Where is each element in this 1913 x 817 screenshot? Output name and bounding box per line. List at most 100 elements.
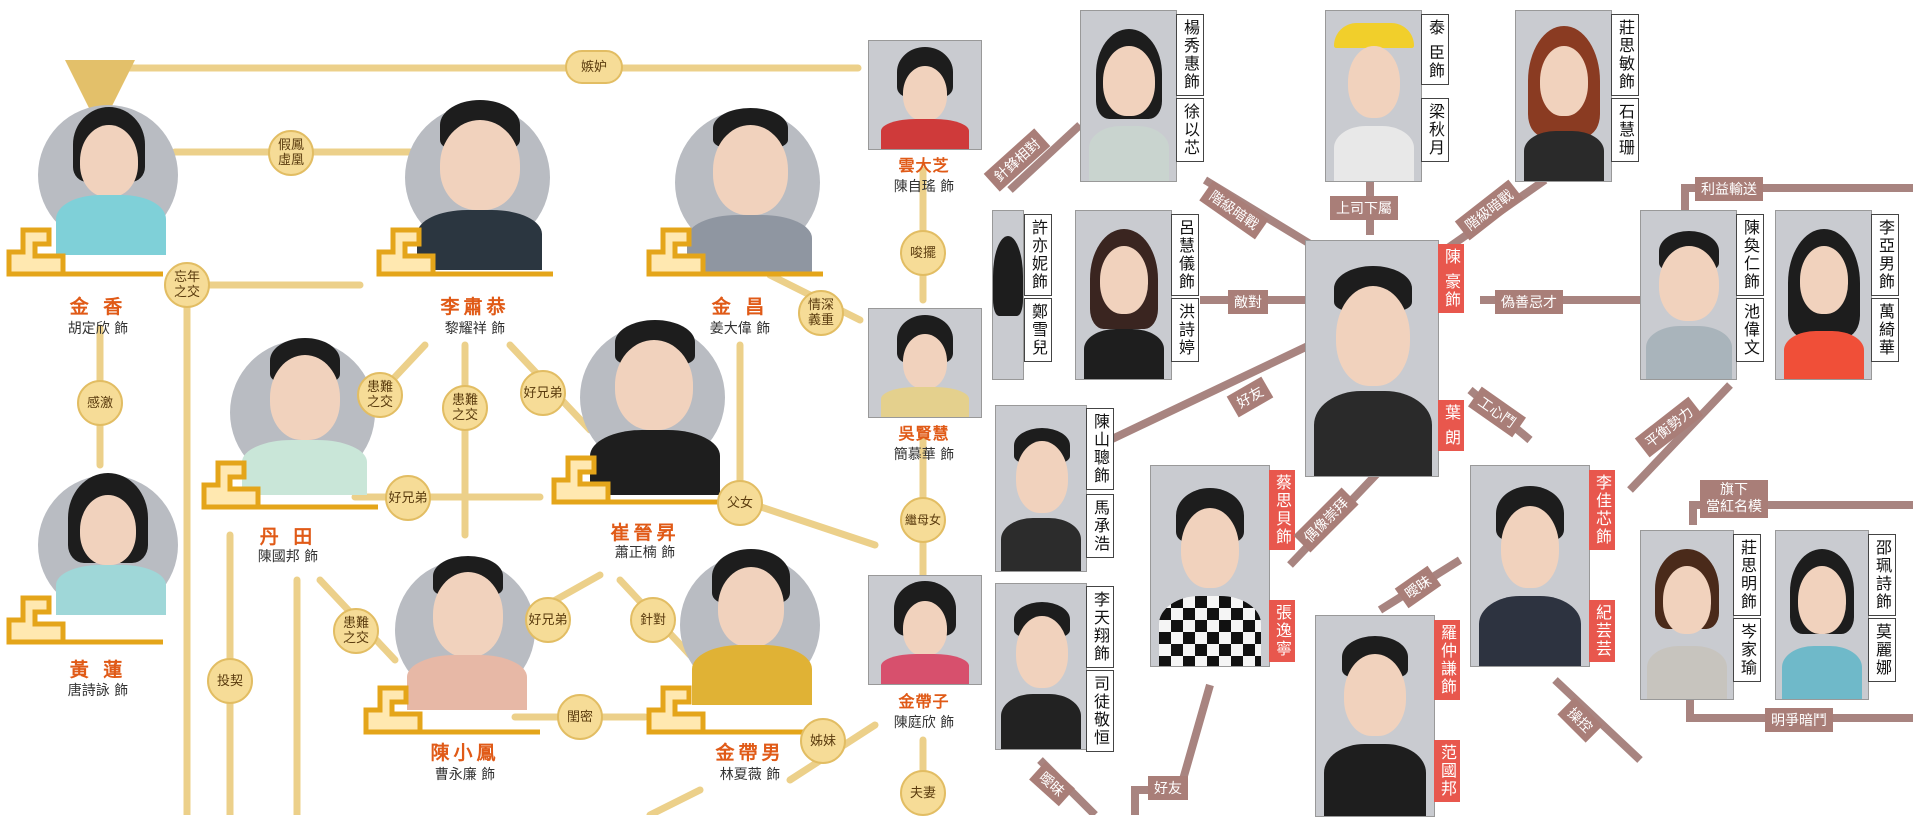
- portrait-cai-sibei: [1150, 465, 1270, 667]
- relation-huannan-1: 患難 之交: [357, 372, 403, 418]
- scroll-frame-chen-xiaofeng: [362, 680, 542, 740]
- relation-jealousy: 嫉妒: [565, 50, 623, 84]
- actor-shao-peishi: 莫麗娜: [1868, 618, 1896, 682]
- actor-xu-yini: 鄭雪兒: [1024, 298, 1052, 362]
- relation-qixia: 旗下 當紅名模: [1700, 480, 1768, 518]
- name-dan-tian: 丹 田: [259, 526, 317, 548]
- actor-li-yanan: 萬綺華: [1871, 298, 1899, 362]
- scroll-frame-jin-xiang: [5, 222, 165, 282]
- role-xu-yini: 許亦妮飾: [1024, 214, 1052, 296]
- actor-jin-dainan: 林夏薇 飾: [719, 767, 781, 783]
- portrait-zhuang-siming: [1640, 530, 1734, 700]
- role-tai-chen: 泰 臣飾: [1421, 14, 1449, 86]
- name-jin-daizi: 金帶子: [898, 692, 950, 711]
- name-huang-lian: 黃 蓮: [69, 659, 127, 681]
- relation-jimunv: 繼母女: [900, 497, 946, 543]
- actor-chen-huanren: 池偉文: [1736, 298, 1764, 362]
- relation-funv: 父女: [717, 480, 763, 526]
- name-li-suogong: 李肅恭: [440, 296, 510, 318]
- relation-liyi: 利益輸送: [1695, 177, 1763, 201]
- actor-tai-chen: 梁秋月: [1421, 98, 1449, 162]
- relation-guimi: 閨密: [557, 694, 603, 740]
- actor-jin-xiang: 胡定欣 飾: [67, 321, 129, 337]
- relation-zhendui: 針對: [630, 597, 676, 643]
- name-cui-jinsheng: 崔晉昇: [610, 522, 680, 544]
- role-li-yanan: 李亞男飾: [1871, 214, 1899, 296]
- portrait-jin-dainan: [670, 545, 830, 715]
- actor-huang-lian: 唐詩詠 飾: [67, 683, 129, 699]
- role-chen-hao: 陳 豪飾: [1438, 244, 1464, 314]
- relation-haoyou-2: 好友: [1148, 776, 1188, 800]
- relation-ganji: 感激: [77, 380, 123, 426]
- actor-yun-dazhi: 陳自瑤 飾: [893, 179, 955, 195]
- actor-yang-xiuhui: 徐以芯: [1176, 98, 1204, 162]
- portrait-li-suogong: [395, 95, 555, 275]
- role-luo-zhongqian: 羅仲謙飾: [1434, 620, 1460, 700]
- portrait-cui-jinsheng: [570, 315, 730, 500]
- actor-lv-huiyi: 洪詩婷: [1171, 298, 1199, 362]
- actor-li-suogong: 黎耀祥 飾: [444, 321, 506, 337]
- scroll-frame-huang-lian: [5, 590, 165, 650]
- role-lv-huiyi: 呂慧儀飾: [1171, 214, 1199, 296]
- actor-li-tianxiang: 司徒敬恒: [1086, 670, 1114, 752]
- relation-weishan: 偽善忌才: [1495, 290, 1563, 314]
- actor-zhuang-siming: 岑家瑜: [1733, 618, 1761, 682]
- portrait-chen-shancong: [995, 405, 1087, 572]
- role-zhuang-siming: 莊思明飾: [1733, 534, 1761, 616]
- scroll-frame-li-suogong: [375, 222, 555, 282]
- portrait-dan-tian: [220, 330, 380, 500]
- name-yun-dazhi: 雲大芝: [898, 156, 950, 175]
- actor-chen-xiaofeng: 曹永廉 飾: [434, 767, 496, 783]
- role-shao-peishi: 邵珮詩飾: [1868, 534, 1896, 616]
- actor-cai-sibei: 張逸寧: [1269, 600, 1295, 662]
- scroll-frame-cui-jinsheng: [550, 450, 730, 510]
- actor-jin-chang: 姜大偉 飾: [709, 321, 771, 337]
- relation-huannan-3: 患難 之交: [333, 608, 379, 654]
- relation-fake: 假鳳 虛凰: [268, 130, 314, 176]
- relation-toqi: 投契: [207, 658, 253, 704]
- portrait-zhuang-simin: [1515, 10, 1612, 182]
- role-li-jiaxin: 李佳芯飾: [1589, 470, 1615, 550]
- name-jin-xiang: 金 香: [69, 296, 127, 318]
- relation-haoxiongdi-3: 好兄弟: [525, 597, 571, 643]
- role-cai-sibei: 蔡思貝飾: [1269, 470, 1295, 550]
- portrait-luo-zhongqian: [1315, 615, 1435, 817]
- portrait-jin-daizi: [868, 575, 982, 685]
- role-chen-huanren: 陳奐仁飾: [1736, 214, 1764, 296]
- relation-mingzheng: 明爭暗鬥: [1765, 708, 1833, 732]
- portrait-jin-chang: [665, 100, 825, 275]
- portrait-wu-xianhui: [868, 308, 982, 418]
- portrait-xu-yini: [992, 210, 1024, 380]
- name-wu-xianhui: 吳賢慧: [898, 424, 950, 443]
- actor-dan-tian: 陳國邦 飾: [257, 549, 319, 565]
- portrait-li-jiaxin: [1470, 465, 1590, 667]
- portrait-yun-dazhi: [868, 40, 982, 150]
- scroll-frame-dan-tian: [200, 455, 380, 515]
- portrait-li-tianxiang: [995, 583, 1087, 750]
- portrait-lv-huiyi: [1075, 210, 1172, 380]
- role-chen-shancong: 陳山聰飾: [1086, 408, 1114, 490]
- scroll-frame-jin-dainan: [645, 680, 825, 740]
- actor-chen-shancong: 馬承浩: [1086, 494, 1114, 558]
- portrait-yang-xiuhui: [1080, 10, 1177, 182]
- portrait-huang-lian: [28, 465, 178, 625]
- relation-jiemei: 姊妹: [800, 718, 846, 764]
- relation-shangsi: 上司下屬: [1330, 196, 1398, 220]
- actor-li-jiaxin: 紀芸芸: [1589, 600, 1615, 662]
- portrait-chen-hao: [1305, 240, 1439, 477]
- actor-chen-hao: 葉 朗: [1438, 400, 1464, 452]
- role-li-tianxiang: 李天翔飾: [1086, 586, 1114, 668]
- actor-zhuang-simin: 石慧珊: [1611, 98, 1639, 162]
- relation-wangnian: 忘年 之交: [164, 262, 210, 308]
- portrait-jin-xiang: [28, 95, 178, 265]
- actor-luo-zhongqian: 范國邦: [1434, 740, 1460, 802]
- portrait-tai-chen: [1325, 10, 1422, 182]
- portrait-li-yanan: [1775, 210, 1872, 380]
- relation-didui: 敵對: [1228, 290, 1268, 314]
- name-jin-chang: 金 昌: [711, 296, 769, 318]
- portrait-shao-peishi: [1775, 530, 1869, 700]
- role-zhuang-simin: 莊思敏飾: [1611, 14, 1639, 96]
- role-yang-xiuhui: 楊秀惠飾: [1176, 14, 1204, 96]
- actor-jin-daizi: 陳庭欣 飾: [893, 715, 955, 731]
